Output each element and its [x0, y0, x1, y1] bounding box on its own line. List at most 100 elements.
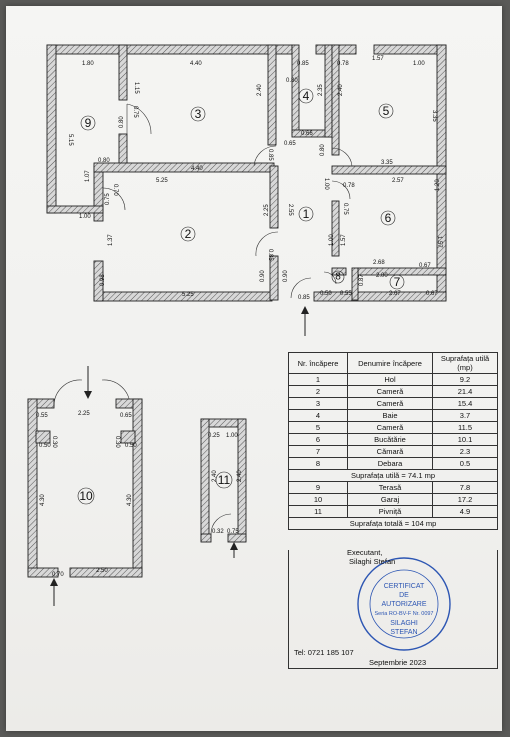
dim: 0.75 [227, 529, 239, 535]
dim: 0.50 [39, 443, 51, 449]
dim: 0.65 [284, 141, 296, 147]
dim: 0.65 [120, 413, 132, 419]
dim: 0.75 [105, 193, 111, 205]
dim: 0.55 [340, 291, 352, 297]
cell: 1 [288, 373, 348, 386]
dim: 0.80 [119, 116, 125, 128]
dim: 5.15 [67, 134, 73, 146]
dim: 0.32 [212, 529, 224, 535]
subtotal-row: Suprafața utilă = 74.1 mp [288, 469, 498, 482]
cell: 9.2 [432, 373, 498, 386]
certification-stamp: CERTIFICAT DE AUTORIZARE Seria RO-BV-F N… [357, 557, 451, 651]
room-number-2: 2 [185, 227, 192, 241]
table-header-row: Nr. încăpere Denumire încăpere Suprafața… [288, 352, 498, 374]
cell: 0.5 [432, 457, 498, 470]
room-labels: 9 3 4 5 1 2 6 7 8 [80, 88, 405, 290]
document-date: Septembrie 2023 [369, 658, 427, 667]
dim: 3.35 [431, 110, 437, 122]
dim: 2.55 [287, 204, 293, 216]
floor-plan: 9 3 4 5 1 2 6 7 8 1.80 4.40 0.85 0.78 1.… [27, 44, 447, 606]
dim: 0.80 [286, 78, 298, 84]
cell: Pivniță [347, 505, 433, 518]
phone-number: Tel: 0721 185 107 [294, 648, 354, 657]
stamp-line: CERTIFICAT [384, 583, 425, 590]
cell: 3 [288, 397, 348, 410]
cell: 3.7 [432, 409, 498, 422]
executant-label: Executant, [347, 548, 383, 557]
dim: 0.78 [337, 61, 349, 67]
room-number-9: 9 [85, 116, 92, 130]
dim: 0.85 [298, 295, 310, 301]
dim: 0.70 [112, 184, 118, 196]
stamp-line: AUTORIZARE [382, 601, 427, 608]
dim: 0.98 [100, 274, 106, 286]
dim: 0.67 [426, 291, 438, 297]
cell: 15.4 [432, 397, 498, 410]
dim: 4.30 [127, 494, 133, 506]
room-number-3: 3 [195, 107, 202, 121]
dim: 2.68 [373, 260, 385, 266]
cell: 11.5 [432, 421, 498, 434]
header-room-name: Denumire încăpere [347, 352, 433, 374]
dim: 0.70 [52, 572, 64, 578]
cell: 6 [288, 433, 348, 446]
cell: Hol [347, 373, 433, 386]
dim: 0.50 [320, 291, 332, 297]
cell: 17.2 [432, 493, 498, 506]
dim: 0.30 [51, 436, 57, 448]
cell: 10.1 [432, 433, 498, 446]
dim: 1.00 [79, 214, 91, 220]
dim: 1.00 [226, 433, 238, 439]
room-number-11: 11 [218, 473, 231, 487]
dim: 0.85 [297, 61, 309, 67]
dim: 1.07 [85, 170, 91, 182]
cell: Terasă [347, 481, 433, 494]
cell: Bucătărie [347, 433, 433, 446]
dim: 0.80 [98, 158, 110, 164]
dim: 0.87 [359, 274, 365, 286]
cell: 21.4 [432, 385, 498, 398]
dim: 1.80 [82, 61, 94, 67]
cell: 8 [288, 457, 348, 470]
room-number-5: 5 [383, 104, 390, 118]
dim: 0.90 [283, 270, 289, 282]
cell: Cămară [347, 445, 433, 458]
dim: 0.30 [114, 436, 120, 448]
stamp-line: Seria RO-BV-F Nr. 0097 [375, 611, 434, 617]
dim: 1.37 [108, 234, 114, 246]
dim: 0.25 [208, 433, 220, 439]
dim: 0.80 [320, 144, 326, 156]
dim: 0.85 [267, 149, 273, 161]
total-text: Suprafața totală = 104 mp [288, 517, 498, 530]
room-number-10: 10 [79, 489, 93, 503]
dim: 1.20 [435, 179, 441, 191]
dim: 0.85 [267, 249, 273, 261]
dim: 0.67 [419, 263, 431, 269]
header-area: Suprafața utilă (mp) [432, 352, 498, 374]
dim: 0.75 [132, 106, 138, 118]
cell: 9 [288, 481, 348, 494]
basement-plan: 11 0.25 1.00 2.40 2.40 0.32 0.75 [200, 418, 247, 558]
dim: 0.90 [260, 270, 266, 282]
stamp-line: SILAGHI [390, 620, 418, 627]
dim: 2.40 [338, 84, 344, 96]
dim: 4.40 [190, 61, 202, 67]
cell: 4 [288, 409, 348, 422]
cell: 4.9 [432, 505, 498, 518]
dimension-labels: 1.80 4.40 0.85 0.78 1.57 1.00 1.15 0.80 … [67, 56, 442, 301]
dim: 0.78 [343, 183, 355, 189]
dim: 2.40 [237, 470, 243, 482]
dim: 2.50 [96, 568, 108, 574]
cell: Cameră [347, 421, 433, 434]
dim: 2.40 [257, 84, 263, 96]
executant-name: Silaghi Stefan [349, 557, 396, 566]
dim: 1.57 [372, 56, 384, 62]
dim: 2.25 [78, 411, 90, 417]
